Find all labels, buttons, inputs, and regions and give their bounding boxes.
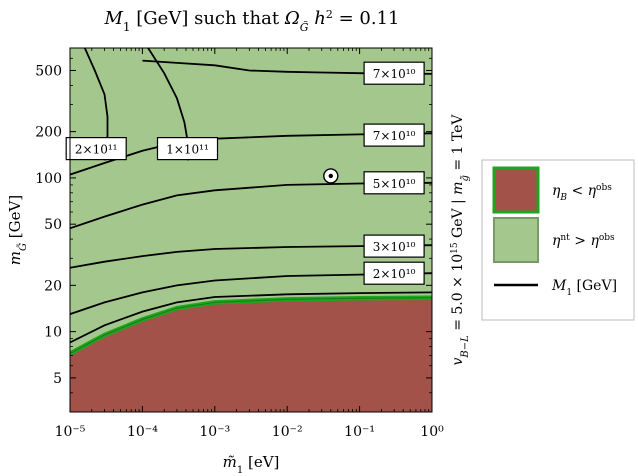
x-axis-label: m̃1 [eV] [223,453,280,476]
benchmark-point-dot [328,173,333,179]
contour-line-4 [70,272,432,315]
y-tick-label-6: 500 [35,63,62,79]
plot-frame [69,47,433,413]
contour-label-box-7 [156,137,219,161]
chart-title: M1 [GeV] such that ΩG̃ h2 = 0.11 [103,8,399,35]
boundary-line-core [70,297,432,355]
x-tick-label-5: 10⁰ [420,424,444,440]
y-tick-label-5: 200 [35,125,62,141]
contour-label-3: 3×10¹⁰ [373,240,416,254]
legend-label-line: M1 [GeV] [551,278,617,298]
contour-line-3 [70,244,432,269]
legend-label-green: ηnt > ηobs [552,233,615,249]
contour-label-7: 1×10¹¹ [166,143,209,157]
plot-area [70,48,432,412]
x-tick-label-3: 10⁻² [272,424,303,440]
contour-label-6: 2×10¹¹ [75,143,118,157]
contour-label-box-6 [65,137,127,161]
y-tick-label-3: 50 [44,217,62,233]
legend-swatch-green [493,217,539,263]
contour-label-1: 7×10¹⁰ [373,129,416,143]
legend: ηB < ηobs ηnt > ηobs M1 [GeV] [481,159,635,321]
contour-line-2 [70,181,432,230]
y-tick-label-4: 100 [35,171,62,187]
y-tick-label-1: 10 [44,325,62,341]
contour-label-box-4 [363,261,425,285]
y-tick-label-0: 5 [53,371,62,387]
contour-label-box-2 [363,171,425,195]
axes-layer: 10⁻⁵ 10⁻⁴ 10⁻³ 10⁻² 10⁻¹ 10⁰ 5 10 20 50 100 200 500 [35,48,444,440]
contour-line-5 [70,291,432,344]
contour-label-box-0 [363,61,425,85]
legend-swatch-red [492,166,540,214]
contour-line-0 [142,59,432,75]
x-tick-label-2: 10⁻³ [199,424,230,440]
contour-label-box-3 [363,234,425,258]
boundary-line [70,295,432,356]
y-tick-label-2: 20 [44,278,62,294]
y-axis-label: mG̃ [GeV] [6,195,29,265]
contour-label-2: 5×10¹⁰ [373,177,416,191]
contour-label-0: 7×10¹⁰ [373,67,416,81]
contour-label-layer: 7×10¹⁰ 7×10¹⁰ 5×10¹⁰ 3×10¹⁰ 2×10¹⁰ 2×10¹¹ 1×10… [65,61,425,285]
contour-label-4: 2×10¹⁰ [373,267,416,281]
x-tick-label-1: 10⁻⁴ [127,424,158,440]
region-red [70,297,432,412]
legend-label-red: ηB < ηobs [552,183,612,203]
x-tick-label-0: 10⁻⁵ [55,424,86,440]
x-tick-label-4: 10⁻¹ [344,424,375,440]
right-parameter-label: vB−L = 5.0 × 1015 GeV | mg̃ = 1 TeV [450,114,471,366]
contour-label-box-1 [363,123,425,147]
